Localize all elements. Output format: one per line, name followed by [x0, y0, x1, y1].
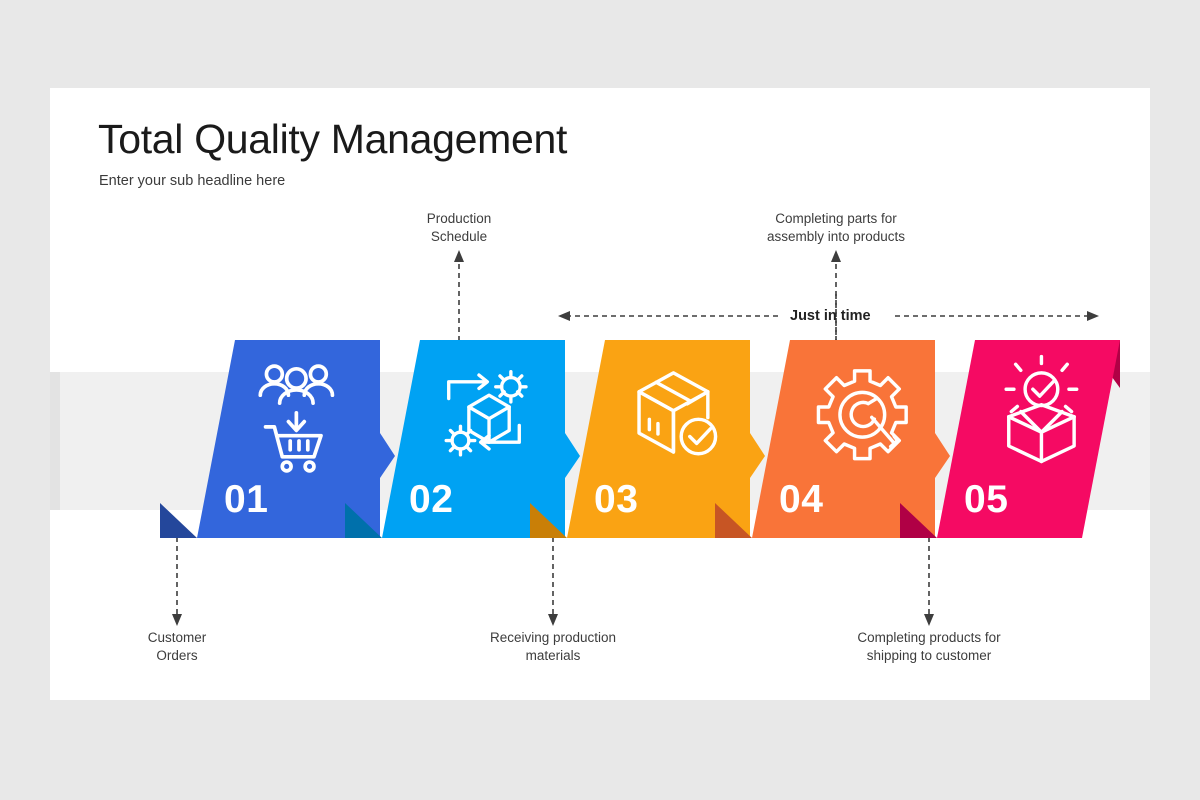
step-shape: [197, 340, 395, 538]
connector-lines: [172, 250, 1099, 626]
step-shape: [567, 340, 765, 538]
annotation-top-completing-parts: Completing parts for assembly into produ…: [766, 211, 906, 244]
people-shopping-cart-icon: [258, 364, 335, 473]
slide-canvas: Total Quality Management Enter your sub …: [50, 88, 1150, 700]
page-subtitle: Enter your sub headline here: [99, 173, 286, 189]
step-shadow-bottom-left: [345, 503, 382, 538]
annotation-top-production-schedule: Production Schedule: [426, 211, 492, 244]
annotation-bottom-receiving-materials: Receiving production materials: [489, 630, 617, 663]
annotation-bottom-completing-products: Completing products for shipping to cust…: [857, 630, 1001, 663]
step-number-05: 05: [964, 478, 1009, 521]
span-label-just-in-time: Just in time: [790, 308, 871, 324]
process-steps: 01: [50, 88, 1150, 700]
process-step-05[interactable]: 05: [845, 88, 1145, 700]
process-step-03[interactable]: 03: [475, 88, 765, 700]
step-shadow-bottom-left: [530, 503, 567, 538]
page-title: Total Quality Management: [98, 116, 568, 162]
step-number-04: 04: [779, 478, 824, 521]
process-step-01[interactable]: 01: [105, 88, 395, 700]
step-shadow-bottom-left: [160, 503, 197, 538]
background-band-edge: [50, 372, 60, 510]
process-step-02[interactable]: 02: [290, 88, 580, 700]
step-shadow-bottom-left: [900, 503, 937, 538]
open-box-check-rays-icon: [1004, 354, 1079, 464]
step-number-03: 03: [594, 478, 639, 521]
process-step-04[interactable]: 04: [660, 88, 950, 700]
step-number-02: 02: [409, 478, 454, 521]
step-shadow-bottom-left: [715, 503, 752, 538]
gear-wrench-icon: [816, 369, 908, 461]
annotation-bottom-customer-orders: Customer Orders: [147, 630, 207, 663]
step-number-01: 01: [224, 478, 269, 521]
box-gears-cycle-icon: [444, 370, 528, 457]
box-check-icon: [637, 371, 718, 456]
